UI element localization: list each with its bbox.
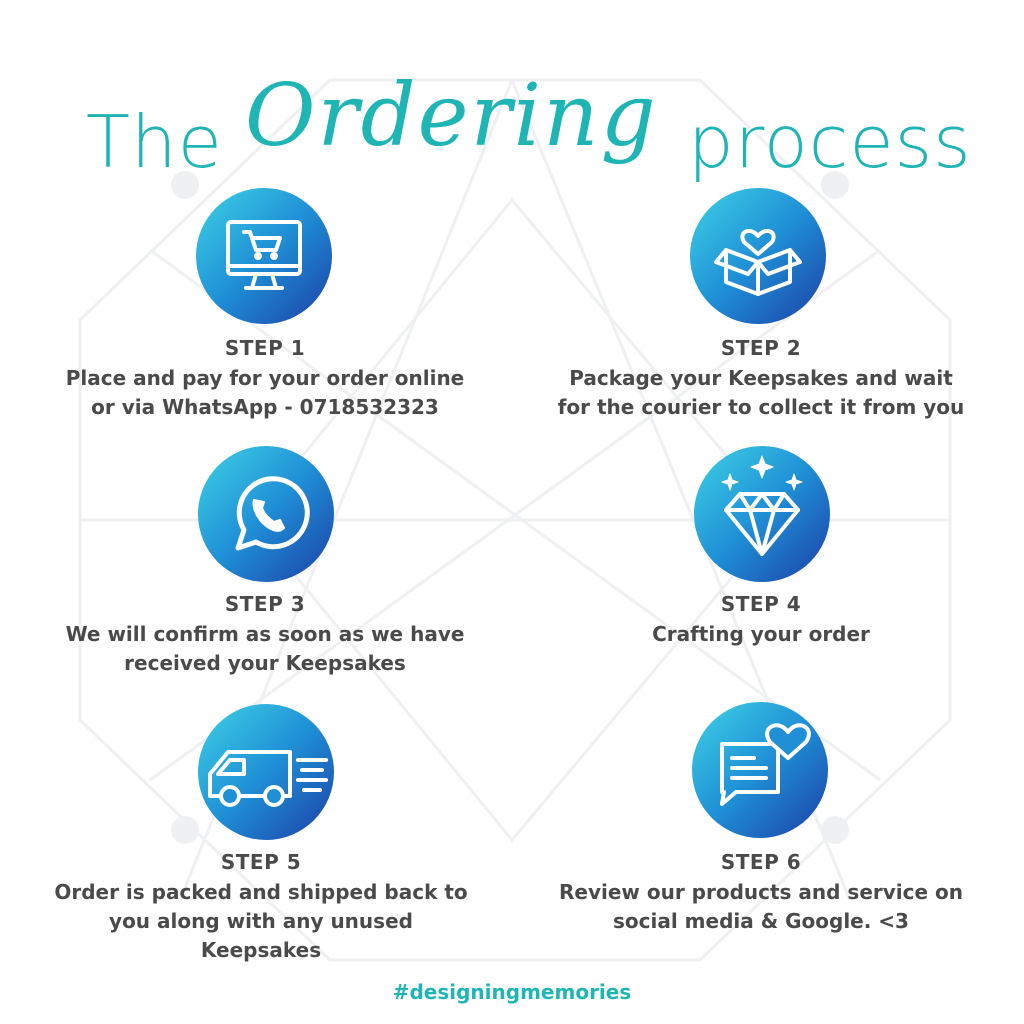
box-heart-icon — [690, 188, 826, 324]
step-2-line-2: for the courier to collect it from you — [557, 395, 965, 419]
step-3-description: We will confirm as soon as we have recei… — [10, 620, 520, 678]
step-3-line-1: We will confirm as soon as we have — [65, 622, 465, 646]
hashtag: #designingmemories — [392, 980, 632, 1004]
step-5-line-2: you along with any unused — [109, 909, 413, 933]
whatsapp-icon — [198, 446, 334, 582]
step-1-label: STEP 1 — [224, 336, 306, 360]
step-2-line-1: Package your Keepsakes and wait — [569, 366, 953, 390]
step-2-label: STEP 2 — [720, 336, 802, 360]
title-process: process — [688, 100, 972, 184]
step-1-description: Place and pay for your order online or v… — [10, 364, 520, 422]
step-5-line-1: Order is packed and shipped back to — [54, 880, 468, 904]
step-4-label: STEP 4 — [720, 592, 802, 616]
step-4-description: Crafting your order — [506, 620, 1016, 649]
monitor-cart-icon — [196, 188, 332, 324]
step-5-line-3: Keepsakes — [200, 938, 322, 962]
step-3-line-2: received your Keepsakes — [124, 651, 406, 675]
step-1-line-2: or via WhatsApp - 0718532323 — [91, 395, 439, 419]
diamond-icon — [694, 446, 830, 582]
step-5-description: Order is packed and shipped back to you … — [6, 878, 516, 965]
title-ordering-script: Ordering — [245, 66, 658, 166]
step-6-line-1: Review our products and service on — [558, 880, 964, 904]
chat-heart-icon — [692, 702, 828, 838]
step-2-description: Package your Keepsakes and wait for the … — [506, 364, 1016, 422]
delivery-van-icon — [198, 704, 334, 840]
step-5-label: STEP 5 — [220, 850, 302, 874]
step-4-line-1: Crafting your order — [652, 622, 870, 646]
step-6-line-2: social media & Google. <3 — [613, 909, 909, 933]
title-the: The — [86, 100, 223, 184]
step-6-description: Review our products and service on socia… — [506, 878, 1016, 936]
step-1-line-1: Place and pay for your order online — [65, 366, 465, 390]
step-6-label: STEP 6 — [720, 850, 802, 874]
page-title: The Ordering process — [0, 40, 1024, 210]
step-3-label: STEP 3 — [224, 592, 306, 616]
